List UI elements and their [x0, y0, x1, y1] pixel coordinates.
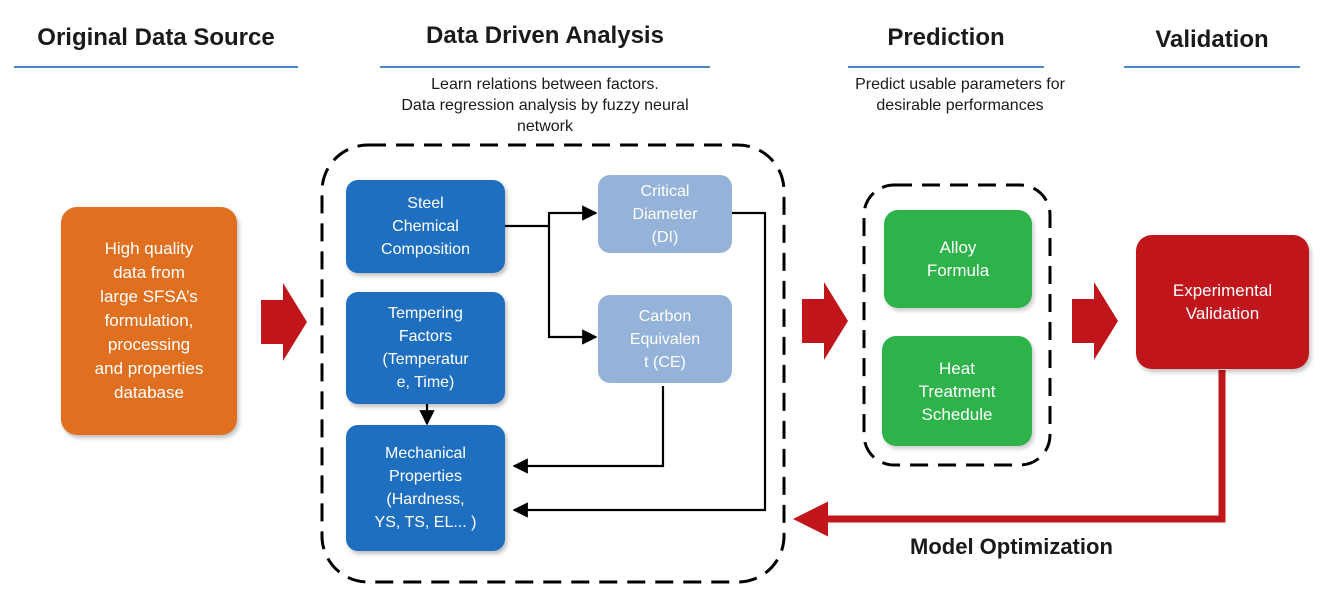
analysis-connectors — [419, 205, 767, 518]
mechanical-line: YS, TS, EL... ) — [374, 514, 477, 531]
critical-diameter-text: Critical Diameter (DI) — [633, 180, 698, 249]
critical-line: (DI) — [651, 228, 679, 246]
carbon-line: Carbon — [638, 307, 692, 325]
arrow-analysis-to-prediction — [802, 282, 848, 360]
tempering-line: e, Time) — [396, 374, 455, 391]
source-data-line: and properties — [94, 359, 204, 378]
steel-chemical-composition-box: Steel Chemical Composition — [346, 180, 505, 273]
alloy-line: Alloy — [939, 238, 977, 257]
carbon-to-mechanical-connector — [512, 386, 665, 474]
alloy-formula-box: Alloy Formula — [884, 210, 1032, 308]
carbon-line: t (CE) — [644, 353, 686, 371]
header-underline-validation — [1124, 66, 1300, 68]
arrow-source-to-analysis — [261, 283, 307, 361]
alloy-line: Formula — [926, 261, 990, 280]
heat-line: Schedule — [921, 404, 993, 424]
analysis-description-line: Learn relations between factors. — [431, 76, 659, 93]
heat-line: Treatment — [918, 381, 996, 401]
tempering-factors-box: Tempering Factors (Temperatur e, Time) — [346, 292, 505, 404]
analysis-description: Learn relations between factors. Data re… — [340, 74, 750, 137]
tempering-line: (Temperatur — [382, 351, 469, 368]
steel-chemical-composition-text: Steel Chemical Composition — [381, 192, 470, 261]
model-optimization-arrow — [793, 370, 1226, 537]
experimental-line: Validation — [1185, 304, 1260, 323]
prediction-description-line: desirable performances — [876, 97, 1044, 114]
experimental-validation-text: Experimental Validation — [1173, 279, 1272, 325]
header-validation: Validation — [1155, 26, 1269, 53]
mechanical-line: Properties — [389, 468, 462, 485]
steel-line: Chemical — [392, 218, 459, 235]
heat-treatment-text: Heat Treatment Schedule — [919, 357, 996, 426]
steel-to-carbon-connector — [547, 226, 598, 345]
steel-line: Steel — [407, 195, 444, 212]
header-underline-prediction — [848, 66, 1044, 68]
mechanical-line: Mechanical — [385, 445, 466, 462]
source-data-line: formulation, — [104, 311, 194, 330]
source-data-line: High quality — [104, 239, 194, 258]
alloy-formula-text: Alloy Formula — [927, 236, 989, 282]
mechanical-line: (Hardness, — [386, 491, 465, 508]
arrow-prediction-to-validation — [1072, 282, 1118, 360]
tempering-factors-text: Tempering Factors (Temperatur e, Time) — [382, 302, 468, 394]
prediction-description-line: Predict usable parameters for — [855, 76, 1065, 93]
analysis-group-outline — [320, 143, 786, 584]
prediction-group-outline — [862, 183, 1052, 467]
source-data-line: large SFSA’s — [100, 287, 198, 306]
critical-diameter-box: Critical Diameter (DI) — [598, 175, 732, 253]
tempering-line: Tempering — [388, 305, 463, 322]
header-original-data-source: Original Data Source — [37, 24, 275, 51]
model-optimization-label: Model Optimization — [910, 534, 1113, 559]
prediction-description: Predict usable parameters for desirable … — [810, 74, 1110, 116]
carbon-equivalent-box: Carbon Equivalen t (CE) — [598, 295, 732, 383]
experimental-validation-box: Experimental Validation — [1136, 235, 1309, 369]
analysis-description-line: Data regression analysis by fuzzy neural — [401, 97, 689, 114]
mechanical-properties-text: Mechanical Properties (Hardness, YS, TS,… — [375, 442, 477, 534]
steel-line: Composition — [381, 241, 470, 258]
header-underline-original — [14, 66, 298, 68]
source-data-text: High quality data from large SFSA’s form… — [95, 237, 204, 405]
header-prediction: Prediction — [887, 24, 1005, 51]
mechanical-properties-box: Mechanical Properties (Hardness, YS, TS,… — [346, 425, 505, 551]
experimental-line: Experimental — [1172, 281, 1273, 300]
tempering-line: Factors — [398, 328, 453, 345]
source-data-line: data from — [113, 263, 185, 282]
source-data-line: processing — [107, 335, 191, 354]
source-data-box: High quality data from large SFSA’s form… — [61, 207, 237, 435]
critical-line: Critical — [640, 182, 690, 200]
heat-treatment-schedule-box: Heat Treatment Schedule — [882, 336, 1032, 446]
carbon-line: Equivalen — [629, 330, 701, 348]
heat-line: Heat — [939, 358, 975, 378]
critical-line: Diameter — [632, 205, 698, 223]
carbon-equivalent-text: Carbon Equivalen t (CE) — [630, 305, 700, 374]
header-underline-analysis — [380, 66, 710, 68]
source-data-line: database — [114, 383, 184, 402]
critical-to-mechanical-connector — [512, 211, 767, 518]
header-data-driven-analysis: Data Driven Analysis — [426, 22, 664, 49]
analysis-description-line: network — [516, 118, 574, 135]
steel-to-critical-connector — [505, 205, 598, 228]
